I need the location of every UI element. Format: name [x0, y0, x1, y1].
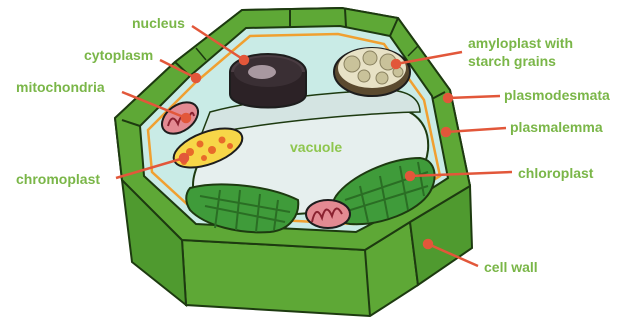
- label-chromoplast: chromoplast: [16, 171, 100, 187]
- vacuole-label: vacuole: [290, 139, 342, 155]
- mitochondrion-lower: [306, 200, 350, 228]
- label-plasmodesmata: plasmodesmata: [504, 87, 610, 103]
- amyloplast: [334, 48, 410, 96]
- nucleolus: [248, 65, 276, 79]
- label-nucleus: nucleus: [132, 15, 185, 31]
- label-amyloplast-line1: amyloplast with: [468, 35, 573, 51]
- label-cytoplasm: cytoplasm: [84, 47, 153, 63]
- label-amyloplast-line2: starch grains: [468, 53, 556, 69]
- label-cell-wall: cell wall: [484, 259, 538, 275]
- label-mitochondria: mitochondria: [16, 79, 105, 95]
- label-plasmalemma: plasmalemma: [510, 119, 603, 135]
- label-chloroplast: chloroplast: [518, 165, 594, 181]
